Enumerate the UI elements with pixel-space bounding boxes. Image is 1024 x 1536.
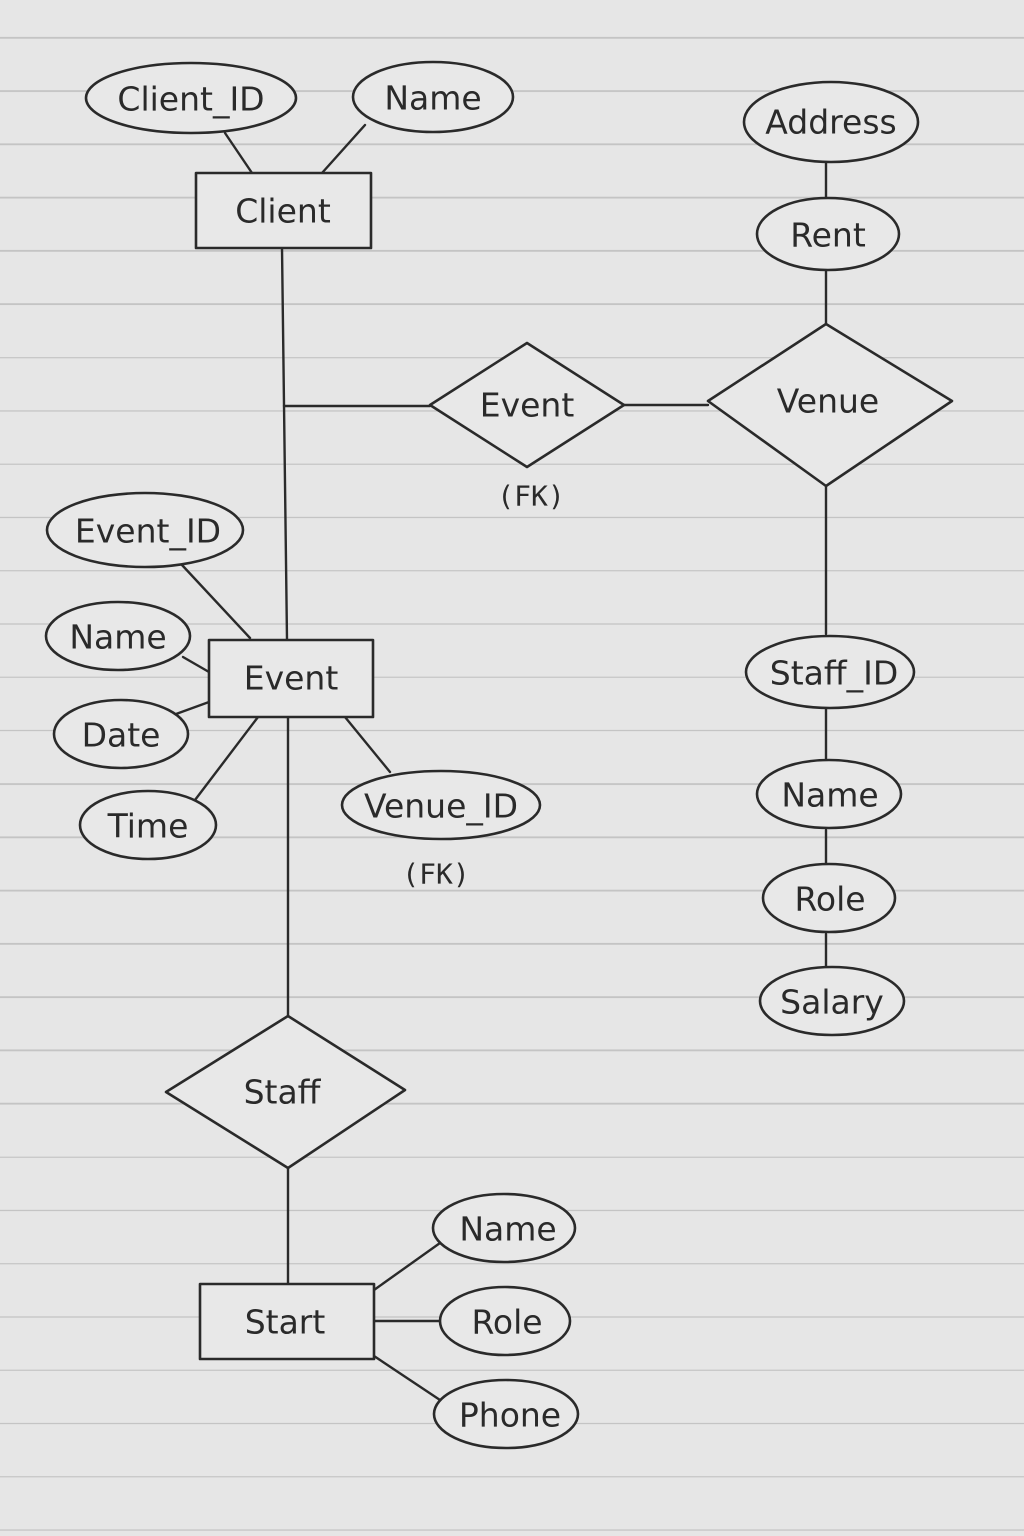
attribute-date: Date (52, 698, 190, 770)
attribute-start-role-label: Role (471, 1303, 542, 1342)
entity-event: Event (207, 638, 375, 719)
relationship-venue: Venue (706, 322, 954, 488)
line-start-to-phone (372, 1354, 442, 1402)
attribute-start-role: Role (438, 1285, 572, 1357)
attribute-client-id: Client_ID (84, 61, 298, 135)
attribute-salary: Salary (758, 965, 906, 1037)
relationship-staff-label: Staff (244, 1073, 322, 1112)
relationship-venue-label: Venue (777, 382, 879, 421)
attribute-event-name: Name (44, 600, 192, 672)
line-event-name-to-event (181, 655, 211, 674)
attribute-client-id-label: Client_ID (117, 80, 264, 119)
attribute-address-label: Address (765, 103, 896, 142)
attribute-event-id-label: Event_ID (75, 512, 221, 551)
entity-start-label: Start (245, 1303, 326, 1342)
attribute-rent-label: Rent (790, 216, 866, 255)
entity-client-label: Client (235, 192, 331, 231)
attribute-time-label: Time (107, 807, 189, 846)
entity-start: Start (198, 1282, 376, 1361)
attribute-event-name-label: Name (69, 618, 166, 657)
attribute-venue-id-label: Venue_ID (364, 787, 518, 826)
line-time-to-event (193, 715, 260, 802)
event-fk-note: (FK) (497, 480, 564, 513)
attribute-venue-id: Venue_ID (340, 769, 542, 841)
attribute-event-id: Event_ID (45, 491, 245, 569)
line-client-to-event-entity (280, 246, 289, 642)
line-event-id-to-event (180, 563, 252, 640)
attribute-staff-id-label: Staff_ID (770, 654, 899, 693)
line-date-to-event (174, 700, 211, 716)
relationship-event: Event (428, 341, 626, 469)
entity-event-label: Event (244, 659, 339, 698)
attribute-date-label: Date (82, 716, 161, 755)
relationship-event-label: Event (480, 386, 575, 425)
connector-lines (174, 123, 828, 1402)
attribute-start-name-label: Name (459, 1210, 556, 1249)
attribute-salary-label: Salary (780, 983, 884, 1022)
line-event-to-venue-id (343, 715, 392, 774)
attribute-phone: Phone (432, 1378, 580, 1450)
attribute-rent: Rent (755, 196, 901, 272)
attribute-phone-label: Phone (459, 1396, 561, 1435)
attribute-client-name: Name (351, 60, 515, 134)
entity-client: Client (194, 171, 373, 250)
line-client-name-to-client (320, 123, 367, 175)
attribute-time: Time (78, 789, 218, 861)
attribute-venue-staff-role: Role (761, 862, 897, 934)
attribute-start-name: Name (431, 1192, 577, 1264)
attribute-venue-staff-name: Name (755, 758, 903, 830)
relationship-staff: Staff (164, 1014, 407, 1170)
attribute-client-name-label: Name (384, 79, 481, 118)
line-client-id-to-client (223, 131, 254, 175)
attribute-venue-staff-role-label: Role (794, 880, 865, 919)
attribute-address: Address (742, 80, 920, 164)
venue-id-fk-note: (FK) (402, 858, 469, 891)
attribute-venue-staff-name-label: Name (781, 776, 878, 815)
line-start-to-name (372, 1241, 442, 1292)
attribute-staff-id: Staff_ID (744, 634, 916, 710)
